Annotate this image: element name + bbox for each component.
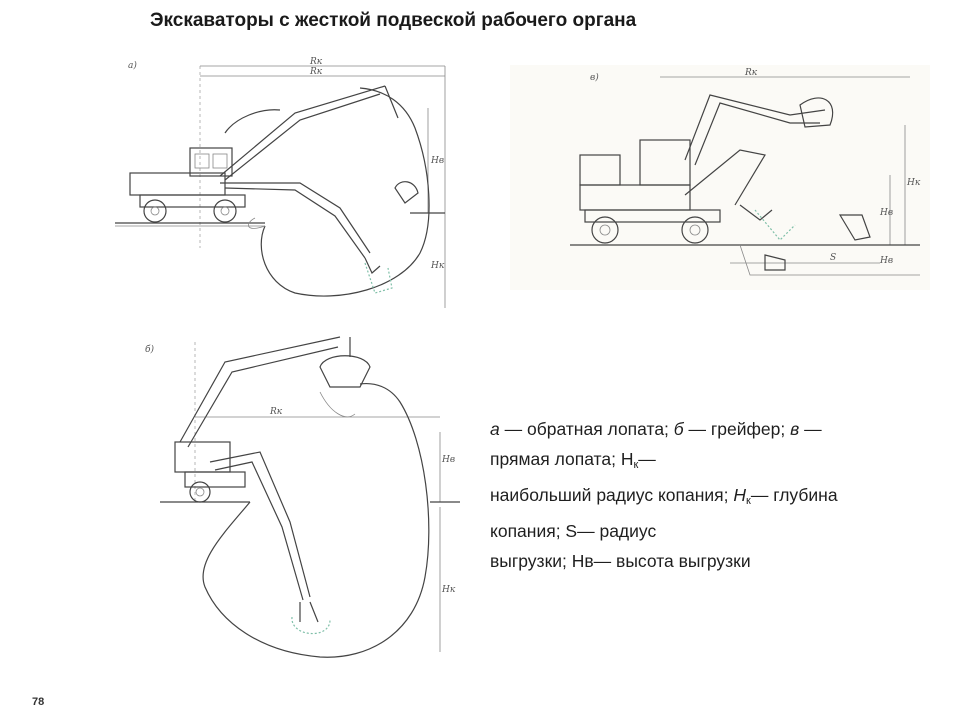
caption-b-text: — грейфер;	[683, 419, 791, 439]
caption-line-2: прямая лопата; Нк—	[490, 444, 940, 480]
caption-l3-h: Н	[733, 485, 747, 505]
dim-hk: Нк	[441, 585, 456, 595]
caption-l2-sub: к	[633, 459, 639, 471]
figure-a-label: а)	[128, 60, 137, 71]
figure-b-label: б)	[145, 344, 154, 355]
caption-line-1: а — обратная лопата; б — грейфер; в —	[490, 414, 940, 444]
figure-b-grab: б) Rк Нв Нк	[20, 322, 490, 692]
dim-rk-1: Rк	[309, 57, 323, 67]
slide-title: Экскаваторы с жесткой подвеской рабочего…	[150, 10, 637, 31]
caption-v-text: —	[799, 419, 822, 439]
figure-caption: а — обратная лопата; б — грейфер; в — пр…	[490, 414, 940, 576]
caption-v-letter: в	[790, 419, 800, 439]
dim-hv-1: Нв	[879, 208, 893, 218]
dim-rk: Rк	[269, 407, 283, 417]
caption-line-3: наибольший радиус копания; Нк— глубина	[490, 480, 940, 516]
dim-hv: Нв	[441, 455, 455, 465]
figure-v-label: в)	[590, 72, 599, 83]
dim-hv: Нв	[430, 156, 444, 166]
figure-v-front-shovel: в) Rк Нк Нв S Нв	[510, 65, 930, 290]
dim-s: S	[830, 253, 836, 263]
caption-l3-sub: к	[746, 495, 751, 507]
caption-l2-tail: —	[638, 449, 656, 469]
caption-a-letter: а	[490, 419, 500, 439]
front-shovel-drawing: в) Rк Нк Нв S Нв	[570, 68, 921, 276]
caption-a-text: — обратная лопата;	[499, 419, 674, 439]
caption-l3-text: наибольший радиус копания;	[490, 485, 734, 505]
caption-l3-tail: — глубина	[750, 485, 838, 505]
caption-line-4: копания; S— радиус	[490, 521, 657, 541]
caption-b-letter: б	[673, 419, 684, 439]
grab-drawing: б) Rк Нв Нк	[145, 336, 460, 658]
dim-rk-2: Rк	[309, 67, 323, 77]
dim-hk: Нк	[430, 261, 445, 271]
figure-a-backhoe: а) Rк Rк Нв Нк	[20, 48, 460, 313]
dim-hv-2: Нв	[879, 256, 893, 266]
page-number: 78	[32, 696, 45, 708]
dim-rk: Rк	[744, 68, 758, 78]
caption-line-5: выгрузки; Нв— высота выгрузки	[490, 551, 751, 571]
dim-hk: Нк	[906, 178, 921, 188]
backhoe-drawing: а) Rк Rк Нв Нк	[115, 57, 446, 308]
caption-l2-text: прямая лопата; Н	[490, 449, 634, 469]
